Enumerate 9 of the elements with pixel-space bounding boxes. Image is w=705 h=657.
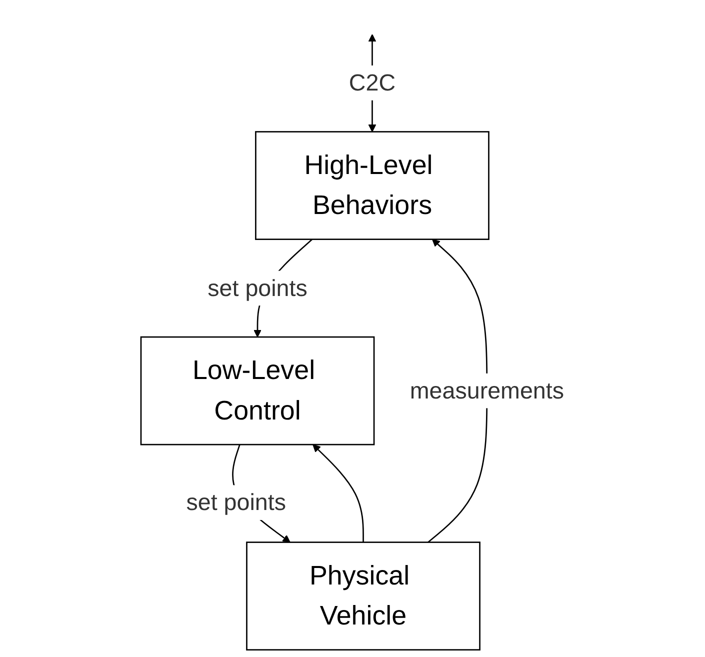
node-box: Low-Level Control — [140, 336, 375, 446]
arrow — [428, 238, 488, 543]
edge-label: measurements — [410, 376, 564, 404]
arrow — [312, 444, 364, 542]
node-box: Physical Vehicle — [246, 542, 480, 650]
node-box: High-Level Behaviors — [255, 131, 490, 240]
edge-label: C2C — [348, 69, 396, 96]
edge-label: set points — [208, 274, 308, 302]
edge-label: set points — [186, 488, 286, 516]
